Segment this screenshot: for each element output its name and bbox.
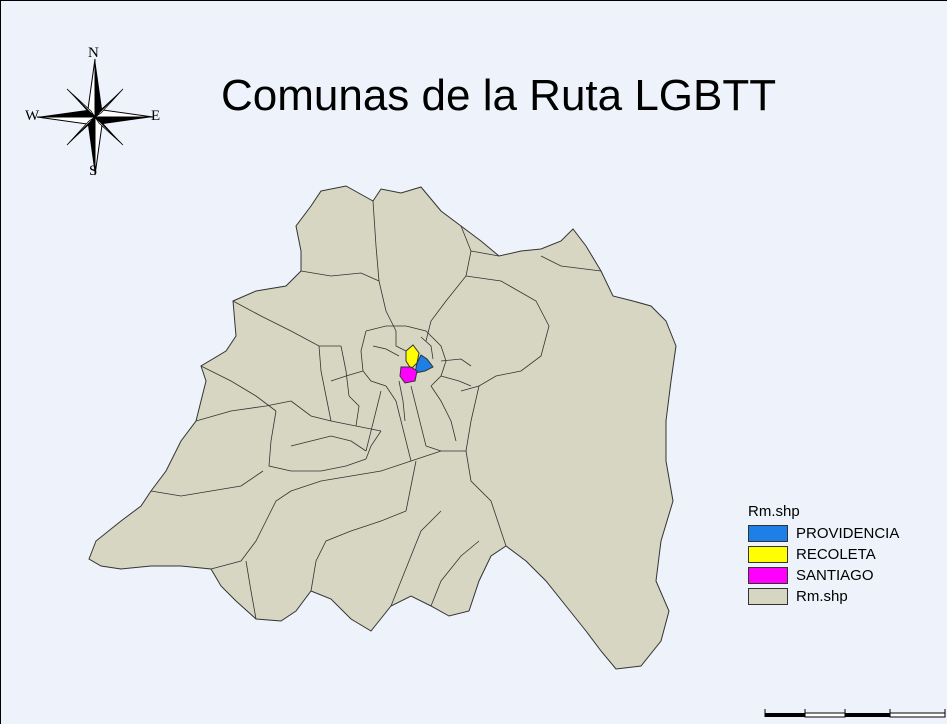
legend-swatch [748, 566, 788, 584]
legend-label: Rm.shp [796, 587, 848, 605]
map-title: Comunas de la Ruta LGBTT [221, 71, 777, 120]
legend-label: SANTIAGO [796, 566, 874, 584]
compass-south-label: S [89, 163, 98, 179]
compass-rose-icon: N S E W [25, 41, 165, 181]
legend-item-rm: Rm.shp [748, 586, 899, 606]
legend-swatch [748, 545, 788, 563]
compass-west-label: W [25, 108, 40, 124]
legend-swatch [748, 524, 788, 542]
commune-boundaries [150, 200, 602, 620]
scale-bar [764, 709, 946, 718]
compass-north-label: N [88, 45, 99, 61]
legend-item-santiago: SANTIAGO [748, 565, 899, 585]
legend-label: RECOLETA [796, 545, 876, 563]
legend-title: Rm.shp [748, 503, 800, 520]
legend-item-providencia: PROVIDENCIA [748, 523, 899, 543]
legend-swatch [748, 587, 788, 605]
commune-santiago [399, 366, 418, 384]
compass-east-label: E [151, 108, 161, 124]
legend-label: PROVIDENCIA [796, 524, 900, 542]
map-legend: Rm.shp PROVIDENCIA RECOLETA SANTIAGO Rm.… [748, 503, 899, 607]
region-outline [88, 185, 677, 670]
legend-item-recoleta: RECOLETA [748, 544, 899, 564]
